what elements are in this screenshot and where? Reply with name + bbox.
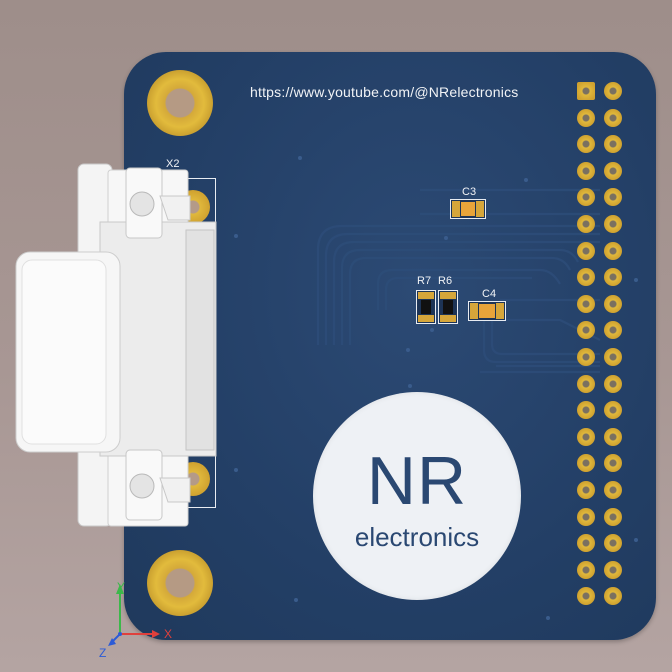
header-pin [577, 348, 595, 366]
header-pin [577, 374, 595, 393]
resistor-r6[interactable] [438, 290, 458, 324]
header-pin [604, 135, 622, 154]
header-pin [604, 108, 622, 127]
header-pin [577, 241, 595, 260]
header-pin [577, 507, 595, 526]
header-pin [604, 161, 622, 180]
header-pin [604, 534, 622, 553]
header-pin [604, 241, 622, 260]
axis-y-label: Y [117, 580, 126, 594]
logo-subtitle: electronics [354, 522, 480, 552]
axis-z-label: Z [99, 646, 107, 660]
header-pin [604, 82, 622, 100]
header-pin [577, 427, 595, 446]
header-pin [604, 507, 622, 526]
header-pin [604, 268, 622, 287]
header-pin [577, 188, 595, 207]
header-pin [577, 161, 595, 180]
mounting-hole-top-left [147, 70, 213, 136]
header-pin [577, 321, 595, 340]
header-pin [604, 188, 622, 207]
header-pin [604, 587, 622, 606]
connector-reference-label: X2 [166, 158, 180, 170]
mounting-hole-bottom-left [147, 550, 213, 616]
header-pin [577, 587, 595, 606]
header-pin [577, 481, 595, 499]
header-pin [604, 481, 622, 499]
component-label-r6: R6 [438, 275, 453, 287]
header-pin [577, 560, 595, 579]
component-label-c3: C3 [462, 186, 477, 198]
header-pin [577, 294, 595, 313]
component-label-r7: R7 [417, 275, 432, 287]
header-pin [604, 374, 622, 393]
header-pin [604, 401, 622, 420]
header-pin [577, 135, 595, 154]
axis-x-label: X [164, 627, 173, 641]
header-pin [577, 454, 595, 473]
header-pin [604, 560, 622, 579]
header-pin-1 [577, 82, 595, 100]
header-pin [604, 215, 622, 233]
header-pin [604, 454, 622, 473]
url-silkscreen-text: https://www.youtube.com/@NRelectronics [250, 84, 519, 100]
header-pin [577, 401, 595, 420]
header-pin [604, 321, 622, 340]
capacitor-c4[interactable] [468, 301, 506, 321]
header-pin [577, 268, 595, 287]
component-label-c4: C4 [482, 288, 497, 300]
capacitor-c3[interactable] [450, 199, 486, 219]
header-pin [604, 427, 622, 446]
header-pin [604, 348, 622, 366]
header-pin [577, 108, 595, 127]
header-pin [577, 215, 595, 233]
resistor-r7[interactable] [416, 290, 436, 324]
header-pin [604, 294, 622, 313]
axis-triad [108, 584, 160, 646]
header-pin [577, 534, 595, 553]
logo-title: NR [366, 443, 468, 519]
nr-electronics-logo: NR electronics [313, 392, 521, 600]
